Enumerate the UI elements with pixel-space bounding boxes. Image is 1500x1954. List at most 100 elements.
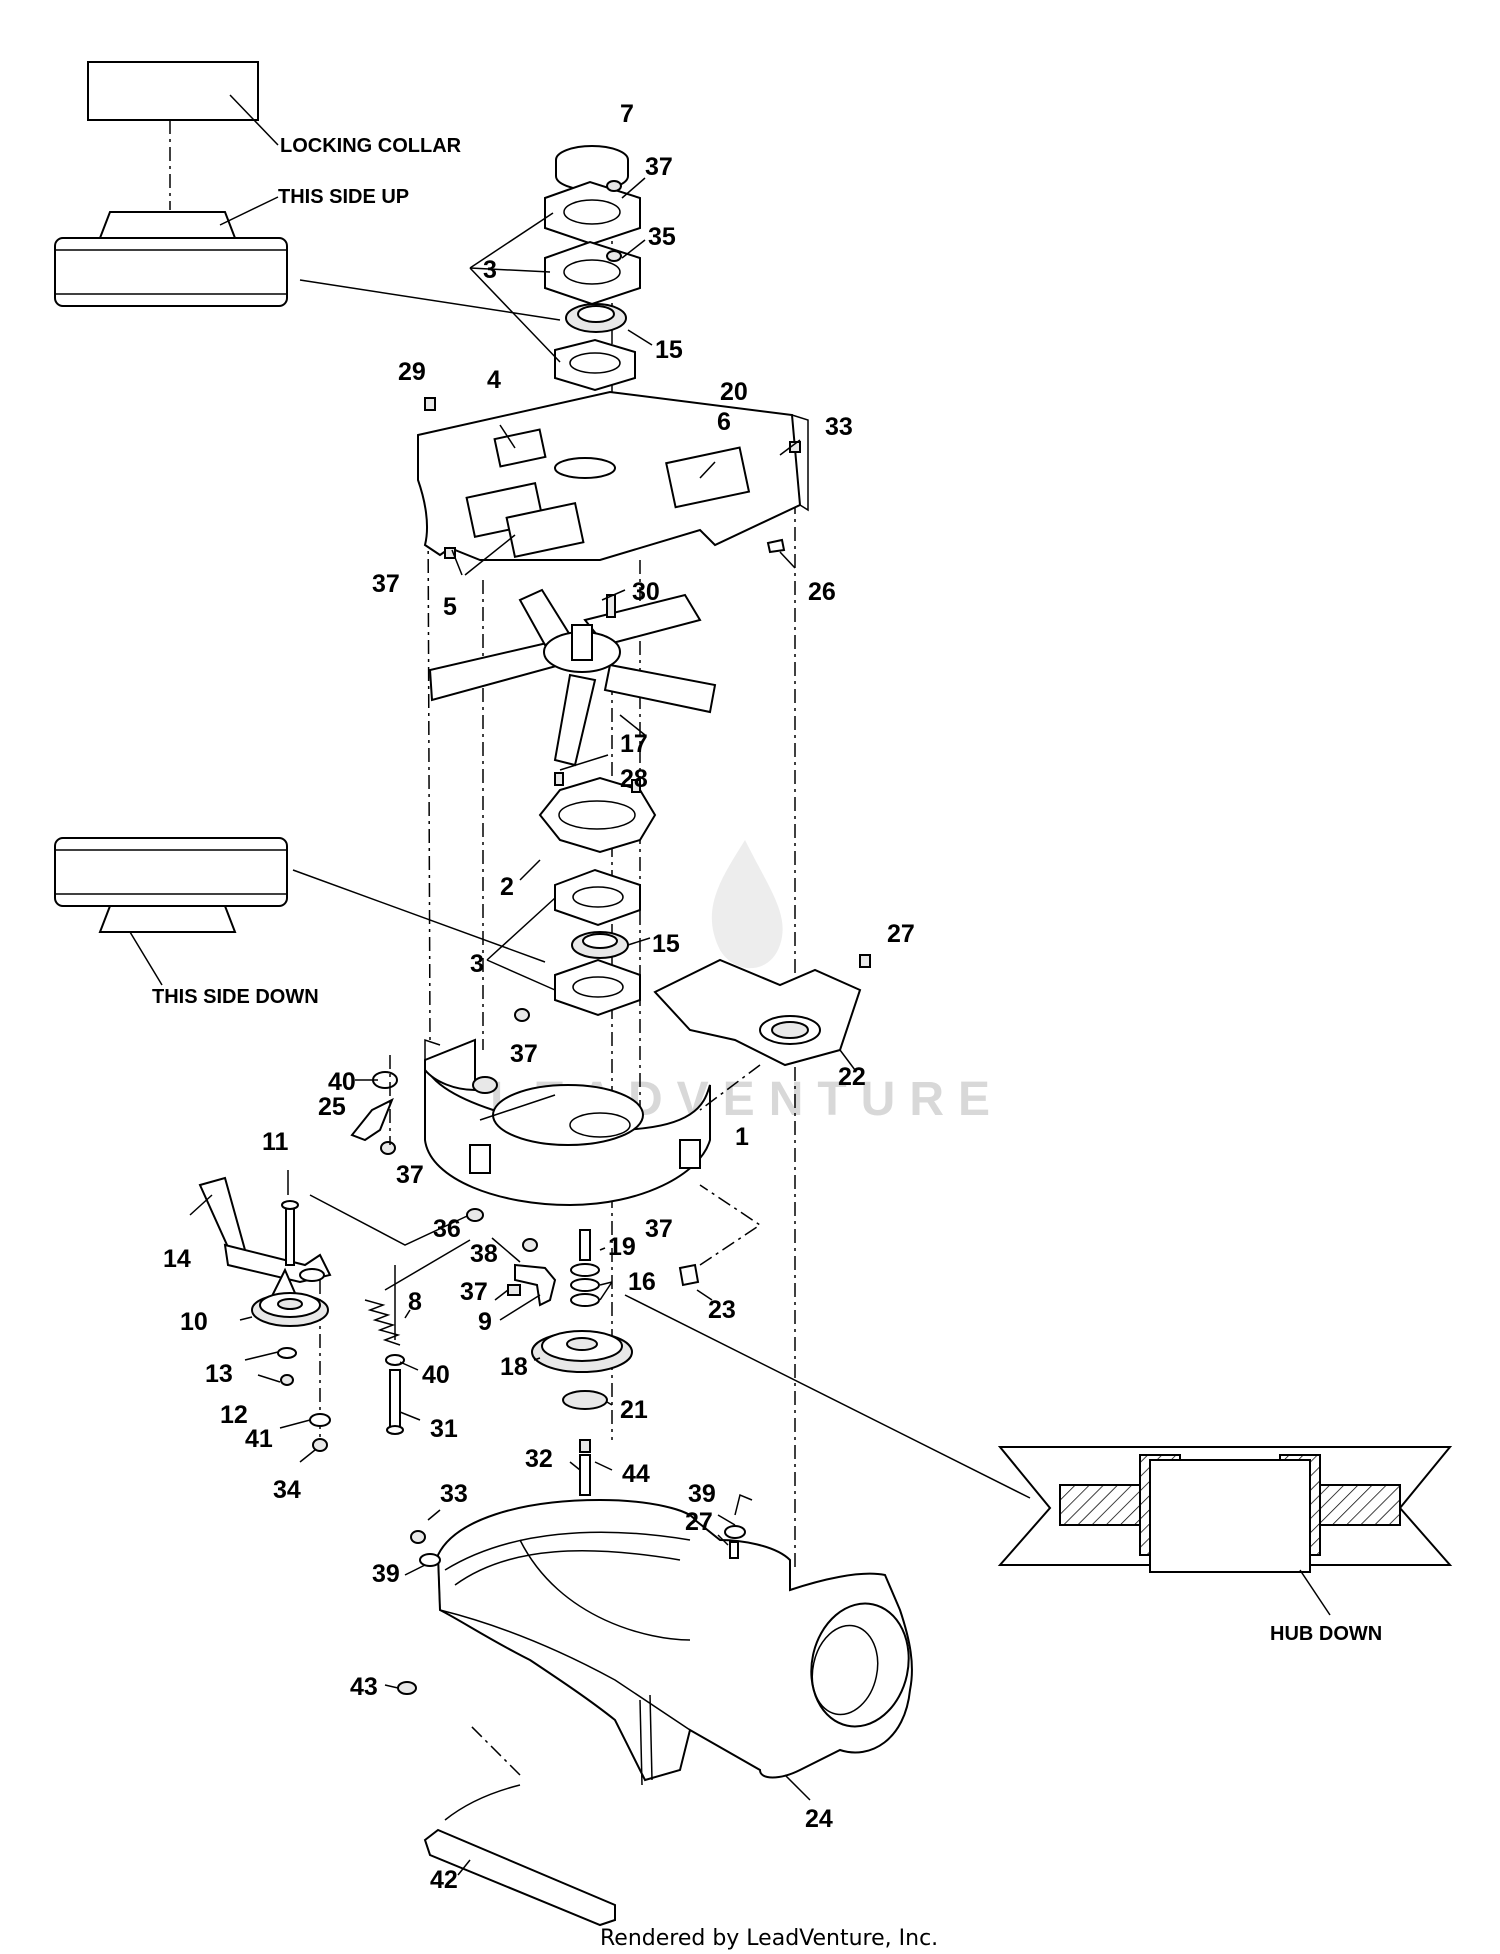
- pulley-hub-down-detail: [997, 1446, 1453, 1573]
- bolt-part: [424, 397, 436, 411]
- clip-part: [678, 1263, 700, 1287]
- callout-23: 23: [708, 1296, 736, 1324]
- nut-part: [410, 1530, 426, 1544]
- callout-11: 11: [262, 1128, 289, 1156]
- discharge-chute-housing-part: [436, 1498, 913, 1786]
- callout-40: 40: [328, 1068, 356, 1096]
- flange-plate-part: [554, 868, 641, 927]
- top-cover-plate-part: [417, 390, 809, 561]
- callout-24: 24: [805, 1805, 833, 1833]
- washer-part: [419, 1553, 441, 1567]
- label-hub-down: HUB DOWN: [1270, 1623, 1382, 1645]
- callout-33: 33: [825, 413, 853, 441]
- callout-26: 26: [808, 578, 836, 606]
- watermark-flame-icon: [711, 840, 783, 969]
- nut-part: [444, 547, 456, 559]
- screw-part: [631, 779, 641, 793]
- callout-37: 37: [460, 1278, 488, 1306]
- callout-8: 8: [408, 1288, 422, 1316]
- footer-credit: Rendered by LeadVenture, Inc.: [600, 1926, 938, 1951]
- callout-17: 17: [620, 730, 648, 758]
- callout-25: 25: [318, 1093, 346, 1121]
- nut-part: [397, 1681, 417, 1695]
- nut-part: [606, 180, 622, 192]
- callout-27: 27: [685, 1508, 713, 1536]
- callout-32: 32: [525, 1445, 553, 1473]
- callout-15: 15: [652, 930, 680, 958]
- fan-housing-part: [424, 1038, 711, 1207]
- callout-9: 9: [478, 1308, 492, 1336]
- callout-37: 37: [372, 570, 400, 598]
- callout-20: 20: [720, 378, 748, 406]
- flange-plate-part: [554, 958, 641, 1017]
- nut-part: [280, 1374, 294, 1386]
- washer-part: [724, 1525, 746, 1539]
- screw-part: [729, 1541, 739, 1559]
- callout-37: 37: [510, 1040, 538, 1068]
- washer-part: [562, 1390, 608, 1410]
- callout-3: 3: [470, 950, 484, 978]
- callout-3: 3: [483, 256, 497, 284]
- bearing-part: [565, 303, 627, 333]
- nut-part: [507, 1284, 521, 1296]
- bolt-part: [579, 1454, 591, 1496]
- callout-44: 44: [622, 1460, 650, 1488]
- crank-handle-part: [198, 1176, 332, 1312]
- callout-6: 6: [717, 408, 731, 436]
- spring-part: [364, 1299, 401, 1346]
- callout-2: 2: [500, 873, 514, 901]
- callout-13: 13: [205, 1360, 233, 1388]
- spacer-rings-part: [570, 1229, 600, 1307]
- callout-16: 16: [628, 1268, 656, 1296]
- washer-part: [309, 1413, 331, 1427]
- callout-14: 14: [163, 1245, 191, 1273]
- callout-38: 38: [470, 1240, 498, 1268]
- bearing-retainer-plate-part: [538, 776, 657, 854]
- callout-43: 43: [350, 1673, 378, 1701]
- idler-pulley-part: [251, 1292, 329, 1327]
- callout-30: 30: [632, 578, 660, 606]
- nut-part: [466, 1208, 484, 1222]
- callout-21: 21: [620, 1396, 648, 1424]
- screw-part: [554, 772, 564, 786]
- bolt-part: [389, 1369, 401, 1431]
- label-locking-collar: LOCKING COLLAR: [280, 135, 462, 157]
- callout-37: 37: [645, 153, 673, 181]
- callout-39: 39: [688, 1480, 716, 1508]
- callout-28: 28: [620, 765, 648, 793]
- callout-19: 19: [608, 1233, 636, 1261]
- callout-12: 12: [220, 1401, 248, 1429]
- callout-36: 36: [433, 1215, 461, 1243]
- pin-part: [766, 538, 786, 554]
- callout-27: 27: [887, 920, 915, 948]
- fan-impeller-part: [428, 588, 717, 767]
- callout-4: 4: [487, 366, 501, 394]
- nut-part: [606, 250, 622, 262]
- callout-7: 7: [620, 100, 634, 128]
- nut-part: [522, 1238, 538, 1252]
- callout-18: 18: [500, 1353, 528, 1381]
- callout-40: 40: [422, 1361, 450, 1389]
- bolt-part: [285, 1204, 295, 1266]
- callout-15: 15: [655, 336, 683, 364]
- chute-guard-part: [653, 958, 862, 1067]
- callout-29: 29: [398, 358, 426, 386]
- washer-part: [277, 1347, 297, 1359]
- callout-42: 42: [430, 1866, 458, 1894]
- washer-part: [385, 1354, 405, 1366]
- callout-33: 33: [440, 1480, 468, 1508]
- label-this-side-up: THIS SIDE UP: [278, 186, 409, 208]
- flange-plates-part: [544, 180, 641, 392]
- nut-part: [312, 1438, 328, 1452]
- locking-collar-detail: [54, 61, 288, 307]
- callout-37: 37: [645, 1215, 673, 1243]
- callout-41: 41: [245, 1425, 273, 1453]
- nut-part: [514, 1008, 530, 1022]
- callout-31: 31: [430, 1415, 458, 1443]
- this-side-down-detail: [54, 837, 288, 933]
- callout-39: 39: [372, 1560, 400, 1588]
- latch-lever-part: [350, 1071, 398, 1155]
- label-this-side-down: THIS SIDE DOWN: [152, 986, 319, 1008]
- callout-34: 34: [273, 1476, 301, 1504]
